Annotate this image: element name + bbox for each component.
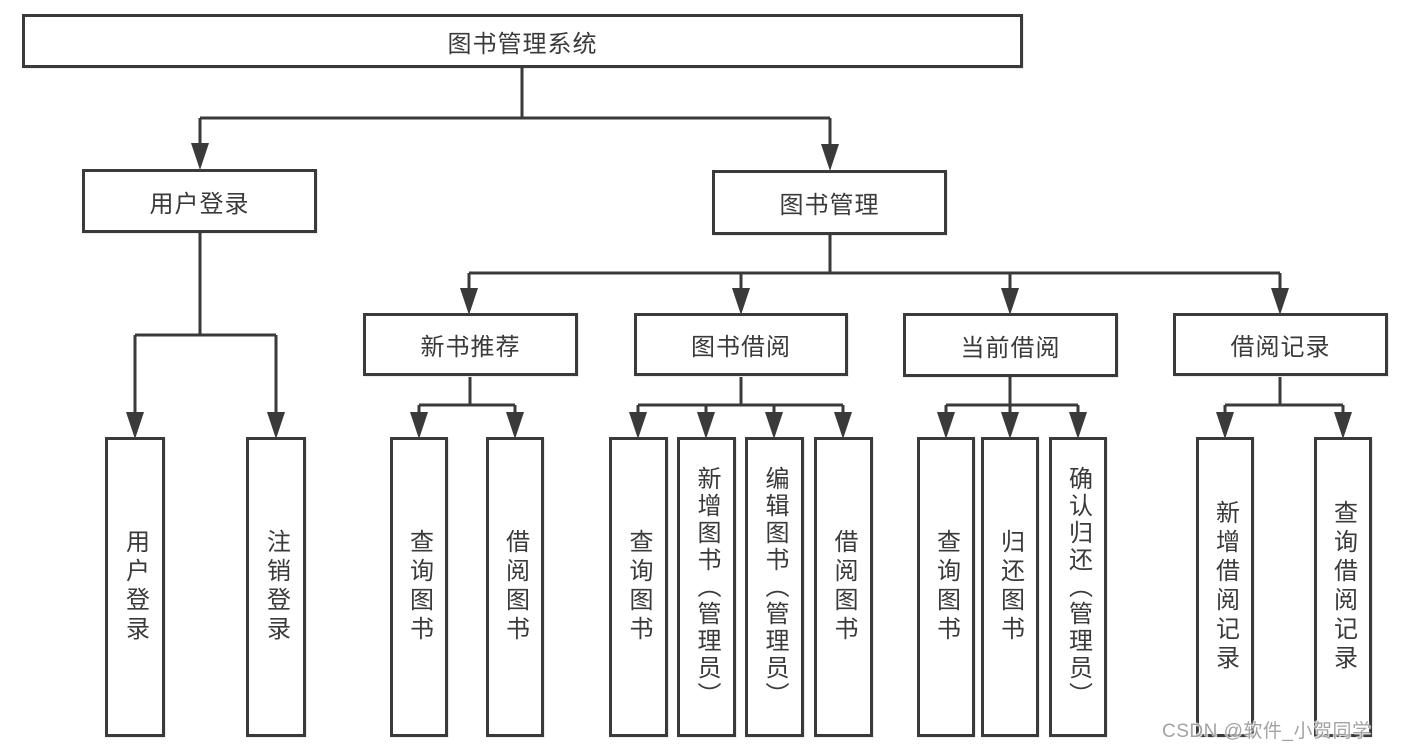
leaf-label: 确认归还（管理员） [1064, 465, 1092, 709]
node-book-management: 图书管理 [712, 170, 947, 235]
leaf-label: 新增图书（管理员） [693, 465, 720, 709]
node-root-library-system: 图书管理系统 [22, 14, 1023, 68]
node-label: 图书管理系统 [447, 30, 598, 58]
leaf-confirm-return-admin: 确认归还（管理员） [1049, 437, 1107, 737]
node-user-login: 用户登录 [82, 169, 317, 233]
leaf-label: 注销登录 [262, 529, 290, 645]
leaf-label: 查询图书 [625, 529, 652, 645]
leaf-return-books: 归还图书 [981, 437, 1039, 737]
csdn-watermark: CSDN @软件_小贺同学 [1162, 721, 1372, 742]
node-label: 图书借阅 [691, 334, 791, 361]
leaf-label: 查询借阅记录 [1329, 500, 1357, 674]
leaf-borrow-books-recommend: 借阅图书 [486, 437, 544, 737]
node-label: 图书管理 [779, 192, 880, 219]
leaf-label: 查询图书 [405, 529, 433, 645]
leaf-label: 借阅图书 [501, 529, 529, 645]
node-book-borrow: 图书借阅 [634, 313, 848, 376]
node-label: 新书推荐 [420, 334, 521, 361]
node-label: 借阅记录 [1230, 334, 1331, 361]
leaf-borrow-books: 借阅图书 [814, 437, 873, 737]
node-borrow-records: 借阅记录 [1173, 313, 1388, 376]
leaf-user-login: 用户登录 [105, 437, 165, 737]
leaf-label: 编辑图书（管理员） [761, 465, 788, 709]
leaf-query-books-borrow: 查询图书 [609, 437, 668, 737]
leaf-label: 查询图书 [932, 529, 960, 645]
leaf-add-borrow-record: 新增借阅记录 [1196, 437, 1254, 737]
leaf-edit-books-admin: 编辑图书（管理员） [745, 437, 804, 737]
leaf-logout: 注销登录 [246, 437, 306, 737]
leaf-label: 归还图书 [996, 529, 1024, 645]
leaf-query-books-recommend: 查询图书 [390, 437, 448, 737]
node-label: 当前借阅 [960, 334, 1061, 362]
leaf-label: 新增借阅记录 [1211, 500, 1239, 674]
node-new-book-recommend: 新书推荐 [363, 313, 578, 376]
node-label: 用户登录 [149, 190, 250, 218]
leaf-label: 用户登录 [121, 529, 149, 645]
leaf-label: 借阅图书 [830, 529, 857, 645]
node-current-borrow: 当前借阅 [903, 313, 1118, 377]
leaf-add-books-admin: 新增图书（管理员） [677, 437, 736, 737]
leaf-query-borrow-record: 查询借阅记录 [1314, 437, 1372, 737]
leaf-query-books-current: 查询图书 [917, 437, 975, 737]
